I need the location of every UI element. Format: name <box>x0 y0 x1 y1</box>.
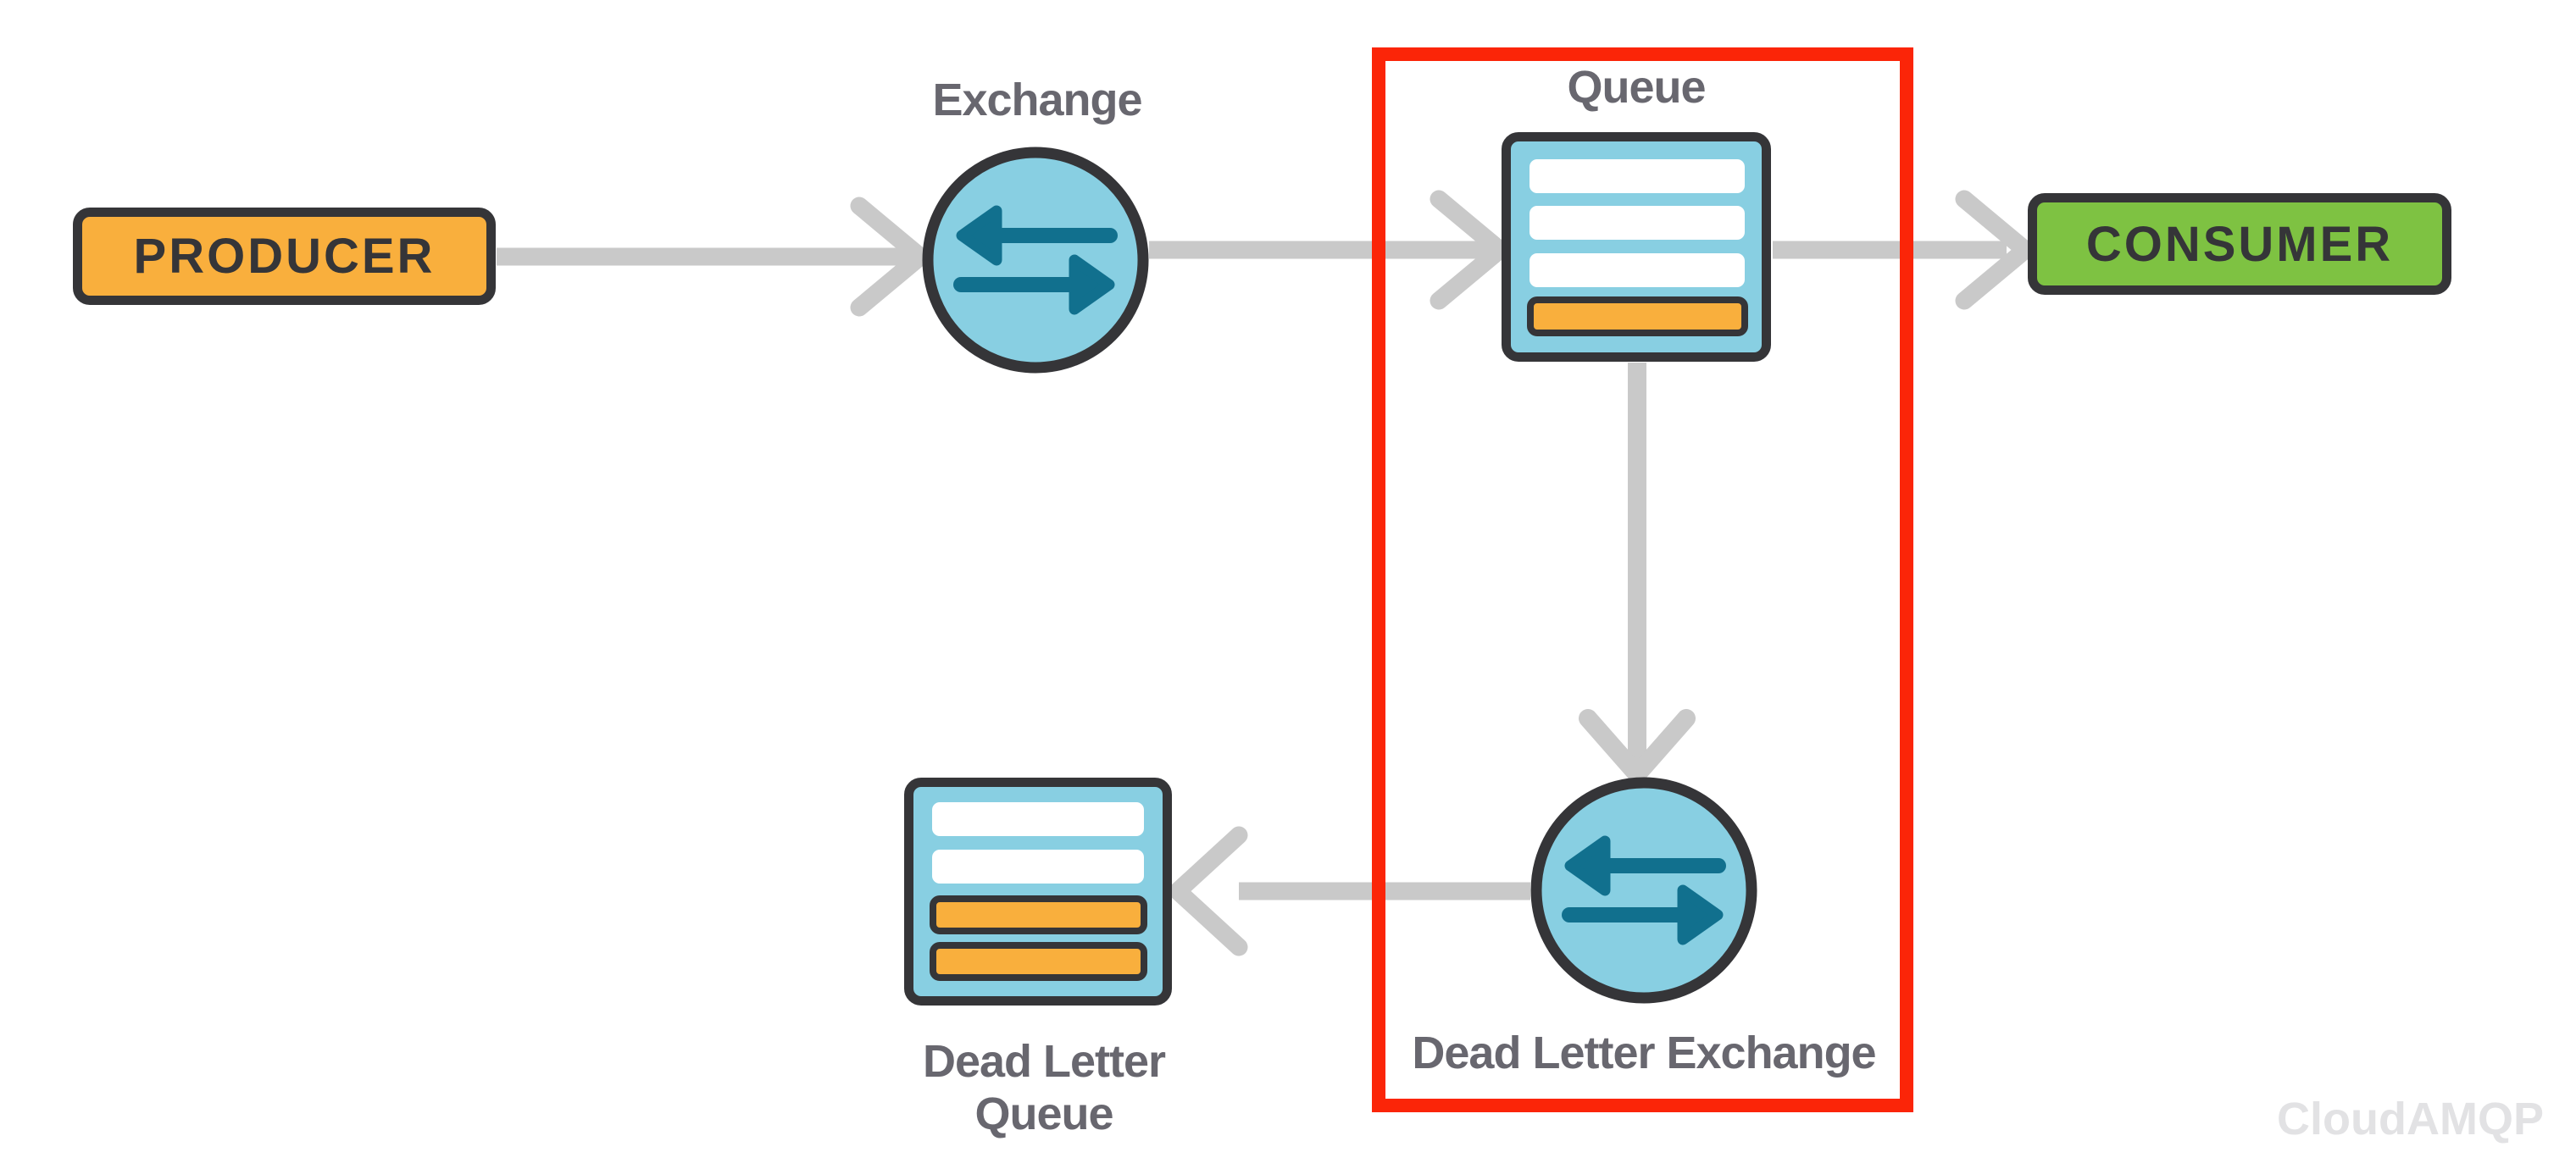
transfer-arrow-left-head <box>956 205 1002 266</box>
highlight-rectangle <box>1372 47 1913 1112</box>
consumer-label: CONSUMER <box>2085 216 2394 272</box>
arrow-producer-to-exchange-head <box>850 197 930 317</box>
consumer-node: CONSUMER <box>2028 193 2451 295</box>
dead-letter-queue-label: Dead Letter Queue <box>922 1035 1166 1140</box>
queue-dead-message-bar <box>1527 296 1748 336</box>
exchange-node-icon <box>922 147 1149 374</box>
dead-letter-queue-label-line2: Queue <box>974 1089 1113 1139</box>
dead-letter-exchange-circle <box>1530 777 1757 1004</box>
dead-letter-exchange-node-icon <box>1530 777 1757 1004</box>
transfer-arrow-right-head <box>1677 884 1724 945</box>
arrow-queue-to-dlx-head <box>1579 709 1696 784</box>
exchange-circle <box>922 147 1149 374</box>
arrow-queue-to-consumer-head <box>1955 190 2035 310</box>
producer-label: PRODUCER <box>133 229 436 284</box>
queue-message-bar <box>1530 206 1745 240</box>
queue-dead-message-bar <box>930 942 1147 981</box>
arrow-dlx-to-dlq-head <box>1169 826 1248 956</box>
queue-label: Queue <box>1567 62 1706 113</box>
arrow-exchange-to-queue-head <box>1430 190 1509 310</box>
queue-node-icon <box>1502 132 1771 362</box>
queue-message-bar <box>932 850 1144 884</box>
dead-letter-exchange-label: Dead Letter Exchange <box>1412 1028 1876 1078</box>
queue-dead-message-bar <box>930 895 1147 934</box>
exchange-label: Exchange <box>932 75 1142 125</box>
dead-letter-queue-label-line1: Dead Letter <box>922 1036 1166 1087</box>
transfer-arrow-left-head <box>1564 835 1611 896</box>
queue-message-bar <box>1530 253 1745 287</box>
queue-message-bar <box>1530 159 1745 193</box>
producer-node: PRODUCER <box>73 208 496 305</box>
dead-letter-queue-node-icon <box>904 778 1172 1006</box>
queue-message-bar <box>932 802 1144 836</box>
transfer-arrow-right-head <box>1069 254 1115 315</box>
cloudamqp-watermark: CloudAMQP <box>2277 1094 2544 1144</box>
